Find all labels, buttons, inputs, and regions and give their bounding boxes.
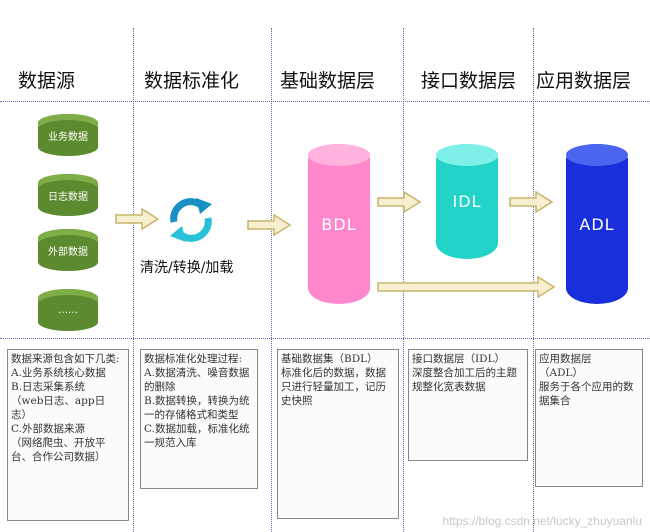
- description-source: 数据来源包含如下几类: A.业务系统核心数据 B.日志采集系统 （web日志、a…: [7, 349, 129, 521]
- arrow-right-icon: [509, 190, 554, 214]
- column-title-adl: 应用数据层: [536, 70, 632, 92]
- bdl-label: BDL: [321, 214, 357, 234]
- column-title-standardize: 数据标准化: [144, 70, 240, 92]
- column-title-idl: 接口数据层: [421, 70, 517, 92]
- idl-cylinder: IDL: [436, 144, 498, 259]
- divider: [0, 338, 650, 339]
- divider: [271, 28, 272, 532]
- column-title-source: 数据源: [18, 70, 76, 92]
- etl-process-label: 清洗/转换/加载: [140, 260, 234, 276]
- description-standardize: 数据标准化处理过程: A.数据清洗、噪音数据的删除 B.数据转换，转换为统一的存…: [140, 349, 258, 489]
- divider: [0, 101, 650, 102]
- arrow-right-icon: [377, 190, 422, 214]
- column-title-bdl: 基础数据层: [280, 70, 376, 92]
- source-external-drum: 外部数据: [38, 229, 98, 271]
- source-more-drum: ……: [38, 289, 98, 331]
- bdl-cylinder: BDL: [308, 144, 370, 304]
- description-idl: 接口数据层（IDL） 深度整合加工后的主题规整化宽表数据: [408, 349, 528, 461]
- idl-label: IDL: [452, 192, 482, 211]
- divider: [403, 28, 404, 532]
- divider: [133, 28, 134, 532]
- description-bdl: 基础数据集（BDL） 标准化后的数据，数据只进行轻量加工，记历史快照: [277, 349, 399, 519]
- adl-label: ADL: [579, 214, 615, 234]
- arrow-right-icon: [247, 213, 292, 237]
- description-adl: 应用数据层 （ADL） 服务于各个应用的数据集合: [535, 349, 643, 487]
- arrow-right-icon: [115, 207, 160, 231]
- watermark: https://blog.csdn.net/lucky_zhuyuanlu: [442, 514, 642, 528]
- adl-cylinder: ADL: [566, 144, 628, 304]
- arrow-right-long-icon: [377, 275, 556, 299]
- refresh-cycle-icon: [170, 198, 212, 242]
- source-log-drum: 日志数据: [38, 174, 98, 216]
- divider: [533, 28, 534, 532]
- source-business-drum: 业务数据: [38, 114, 98, 156]
